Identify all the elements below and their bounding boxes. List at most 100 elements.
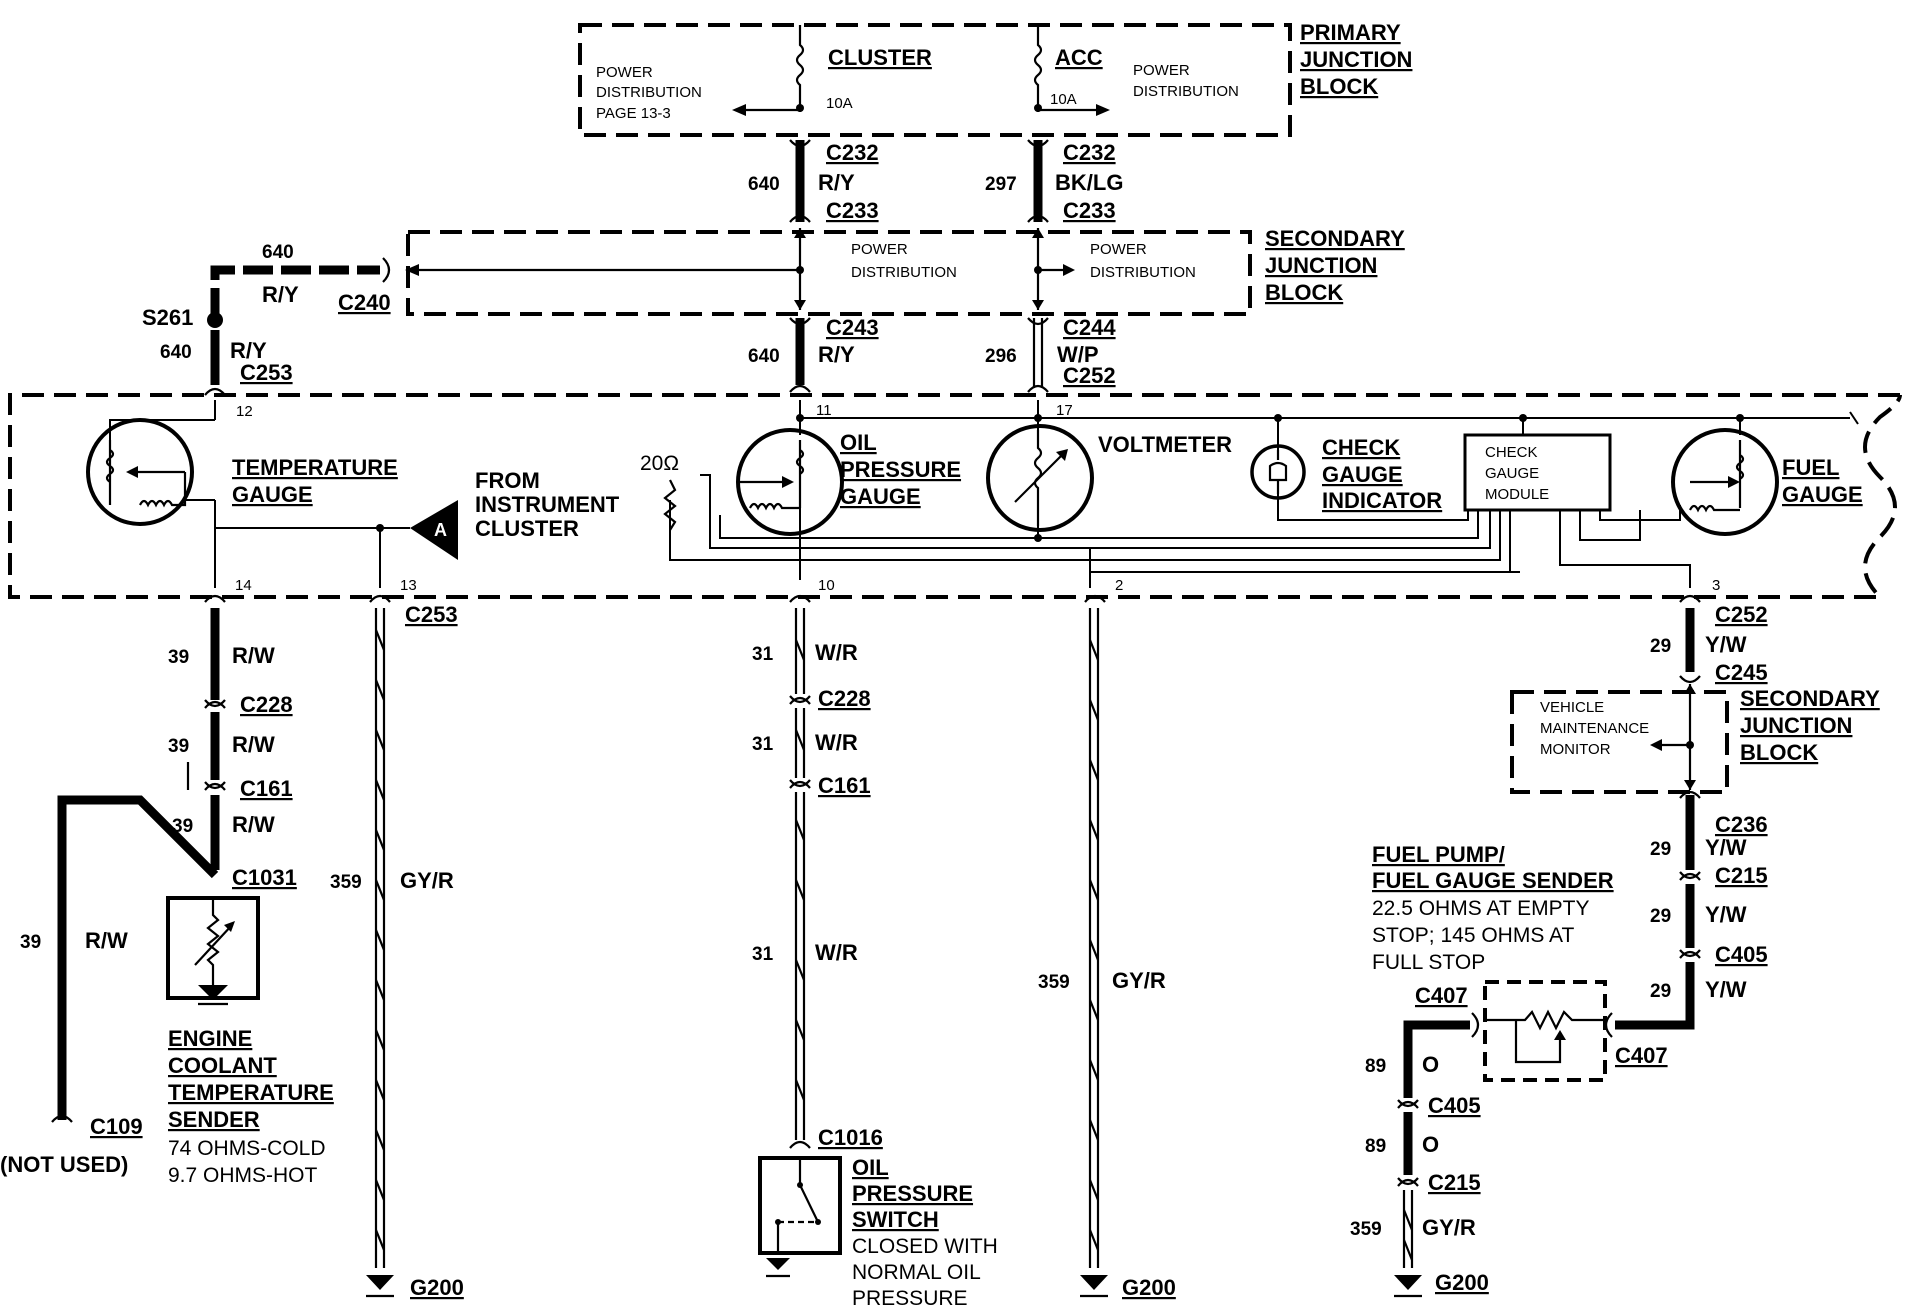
connector-c405a: C405: [1715, 942, 1768, 967]
temperature-gauge: TEMPERATURE GAUGE: [86, 418, 398, 526]
circuit-89b: 89: [1365, 1136, 1386, 1157]
circuit-39a-color: R/W: [232, 643, 275, 668]
wire-640-branch: 640 R/Y C240 S261 640 R/Y C253 12: [142, 242, 391, 420]
connector-c1031: C1031: [232, 865, 297, 890]
ect-spec-cold: 74 OHMS-COLD: [168, 1137, 326, 1160]
fuel-sender-spec-1: 22.5 OHMS AT EMPTY: [1372, 897, 1589, 920]
pin-12: 12: [236, 403, 253, 420]
circuit-31a-color: W/R: [815, 640, 858, 665]
circuit-640a: 640: [748, 174, 780, 195]
ground-g200-2: G200: [1122, 1275, 1176, 1300]
circuit-31b: 31: [752, 734, 774, 755]
wire-640-upper: 640 R/Y C232 C233: [748, 139, 879, 223]
wire-297: 297 BK/LG C232 C233: [985, 139, 1123, 223]
power-distribution-left-2: DISTRIBUTION: [596, 84, 702, 101]
pin-2: 2: [1115, 577, 1123, 594]
voltmeter: VOLTMETER: [986, 424, 1232, 532]
primary-junction-block: PRIMARY JUNCTION BLOCK POWER DISTRIBUTIO…: [578, 20, 1412, 137]
ground-icon-1: [366, 1275, 394, 1290]
circuit-39c: 39: [172, 816, 193, 837]
secondary-junction-block-right: VEHICLE MAINTENANCE MONITOR SECONDARY JU…: [1510, 684, 1880, 794]
wire-359-middle: 359 GY/R G200: [1038, 594, 1176, 1300]
circuit-640a-color: R/Y: [818, 170, 855, 195]
connector-c233a: C233: [826, 198, 879, 223]
connector-c253b: C253: [405, 602, 458, 627]
circuit-29c-color: Y/W: [1705, 902, 1747, 927]
circuit-89a: 89: [1365, 1056, 1386, 1077]
circuit-31a: 31: [752, 644, 774, 665]
circuit-296: 296: [985, 346, 1017, 367]
oil-pressure-gauge: OIL PRESSURE GAUGE: [736, 428, 961, 536]
fuel-gauge-label-2: GAUGE: [1782, 482, 1863, 507]
circuit-640d-color: R/Y: [818, 342, 855, 367]
circuit-359c: 359: [1350, 1219, 1382, 1240]
temperature-gauge-label-2: GAUGE: [232, 482, 313, 507]
from-cluster-label-1: FROM: [475, 468, 540, 493]
splice-s261-label: S261: [142, 305, 193, 330]
oil-gauge-label-1: OIL: [840, 430, 877, 455]
wire-640-lower: 640 R/Y C243 11: [748, 315, 879, 419]
circuit-296-color: W/P: [1057, 342, 1099, 367]
acc-fuse-label: ACC: [1055, 45, 1103, 70]
secondary-top-title-1: SECONDARY: [1265, 226, 1405, 251]
circuit-359c-color: GY/R: [1422, 1215, 1476, 1240]
oil-gauge-label-3: GAUGE: [840, 484, 921, 509]
wire-39: 39 R/W C228 39 R/W C161 39 R/W C1031 39 …: [0, 594, 297, 1177]
secondary-pd1-1: POWER: [851, 241, 908, 258]
connector-c407b: C407: [1615, 1043, 1668, 1068]
secondary-right-title-3: BLOCK: [1740, 740, 1818, 765]
circuit-31b-color: W/R: [815, 730, 858, 755]
connector-c243: C243: [826, 315, 879, 340]
not-used-label: (NOT USED): [0, 1152, 128, 1177]
circuit-359a: 359: [330, 872, 362, 893]
circuit-297: 297: [985, 174, 1017, 195]
oil-switch-label-3: SWITCH: [852, 1207, 939, 1232]
secondary-pd2-1: POWER: [1090, 241, 1147, 258]
connector-c215a: C215: [1715, 863, 1768, 888]
resistor-value: 20Ω: [640, 452, 679, 475]
power-distribution-right-2: DISTRIBUTION: [1133, 83, 1239, 100]
wire-359-left: C253 359 GY/R G200: [330, 594, 464, 1300]
cluster-fuse-label: CLUSTER: [828, 45, 932, 70]
wire-296: 296 W/P C244 C252 17: [985, 315, 1116, 419]
circuit-89a-color: O: [1422, 1052, 1439, 1077]
wire-89: C407 89 O C405 89 O C215 359 GY/R G200: [1350, 983, 1489, 1298]
circuit-359a-color: GY/R: [400, 868, 454, 893]
check-module-label-2: GAUGE: [1485, 465, 1539, 482]
connector-c232b: C232: [1063, 140, 1116, 165]
check-indicator-label-2: GAUGE: [1322, 462, 1403, 487]
ect-spec-hot: 9.7 OHMS-HOT: [168, 1164, 318, 1187]
circuit-359b-color: GY/R: [1112, 968, 1166, 993]
check-gauge-module: CHECK GAUGE MODULE: [1463, 433, 1612, 512]
circuit-39d: 39: [20, 932, 41, 953]
ground-g200-3: G200: [1435, 1270, 1489, 1295]
ground-icon-3: [1394, 1275, 1422, 1290]
secondary-pd2-2: DISTRIBUTION: [1090, 264, 1196, 281]
pin-13: 13: [400, 577, 417, 594]
splice-s261: [207, 312, 223, 328]
fuel-sender-label-1: FUEL PUMP/: [1372, 842, 1505, 867]
oil-gauge-label-2: PRESSURE: [840, 457, 961, 482]
circuit-39d-color: R/W: [85, 928, 128, 953]
fuel-sender-spec-3: FULL STOP: [1372, 951, 1485, 974]
ground-g200-1: G200: [410, 1275, 464, 1300]
check-module-label-1: CHECK: [1485, 444, 1538, 461]
connector-c407a: C407: [1415, 983, 1468, 1008]
acc-fuse-icon: [1033, 25, 1043, 112]
circuit-640c-color: R/Y: [230, 338, 267, 363]
connector-c245: C245: [1715, 660, 1768, 685]
circuit-640b: 640: [262, 242, 294, 263]
check-indicator-label-1: CHECK: [1322, 435, 1400, 460]
ground-icon-2: [1080, 1275, 1108, 1290]
circuit-31c: 31: [752, 944, 774, 965]
engine-coolant-temperature-sender: ENGINE COOLANT TEMPERATURE SENDER 74 OHM…: [166, 896, 334, 1187]
connector-c109: C109: [90, 1114, 143, 1139]
oil-switch-label-1: OIL: [852, 1155, 889, 1180]
fuel-sender-label-2: FUEL GAUGE SENDER: [1372, 868, 1614, 893]
secondary-pd1-2: DISTRIBUTION: [851, 264, 957, 281]
circuit-297-color: BK/LG: [1055, 170, 1123, 195]
pin-14: 14: [235, 577, 252, 594]
connector-c252a: C252: [1063, 363, 1116, 388]
connector-c252b: C252: [1715, 602, 1768, 627]
